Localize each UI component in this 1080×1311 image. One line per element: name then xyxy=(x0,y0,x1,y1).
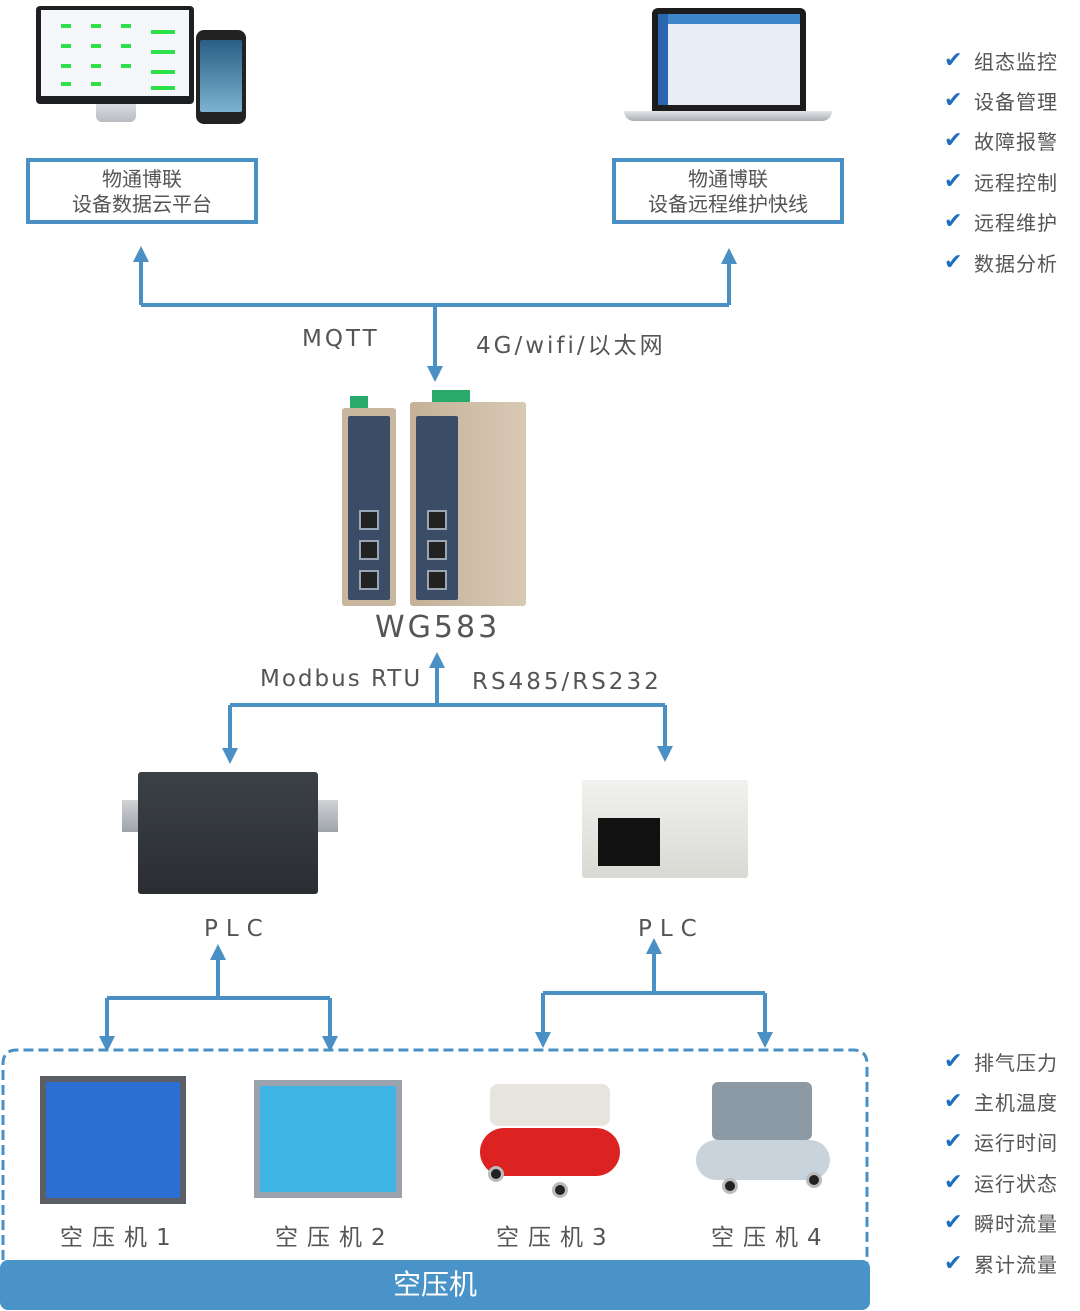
metric-item: ✔ 排气压力 xyxy=(944,1041,1058,1081)
metric-item: ✔ 主机温度 xyxy=(944,1081,1058,1121)
compressor-group-bar: 空压机 xyxy=(0,1260,870,1310)
check-icon: ✔ xyxy=(944,1169,964,1195)
laptop-base xyxy=(624,111,832,121)
metrics-list: ✔ 排气压力 ✔ 主机温度 ✔ 运行时间 ✔ 运行状态 ✔ 瞬时流量 ✔ 累计流量 xyxy=(944,1041,1058,1283)
modbus-label: Modbus RTU xyxy=(260,666,423,692)
compressor-label: 空压机4 xyxy=(711,1225,831,1251)
feature-label: 设备管理 xyxy=(974,90,1058,115)
check-icon: ✔ xyxy=(944,47,964,73)
metric-item: ✔ 瞬时流量 xyxy=(944,1203,1058,1243)
metric-item: ✔ 累计流量 xyxy=(944,1243,1058,1283)
monitor-illustration xyxy=(36,6,194,104)
check-icon: ✔ xyxy=(944,1089,964,1115)
check-icon: ✔ xyxy=(944,1048,964,1074)
metric-label: 运行时间 xyxy=(974,1131,1058,1156)
plc-mitsubishi-illustration xyxy=(582,780,748,878)
feature-list: ✔ 组态监控 ✔ 设备管理 ✔ 故障报警 ✔ 远程控制 ✔ 远程维护 ✔ 数据分析 xyxy=(944,40,1058,282)
gateway-front-illustration xyxy=(342,396,396,606)
metric-item: ✔ 运行状态 xyxy=(944,1162,1058,1202)
feature-label: 远程控制 xyxy=(974,170,1058,195)
check-icon: ✔ xyxy=(944,88,964,114)
plc-siemens-illustration xyxy=(138,772,318,894)
check-icon: ✔ xyxy=(944,168,964,194)
maint-box-line2: 设备远程维护快线 xyxy=(648,192,808,216)
feature-item: ✔ 数据分析 xyxy=(944,242,1058,282)
check-icon: ✔ xyxy=(944,1129,964,1155)
compressor-2-illustration xyxy=(254,1080,402,1198)
feature-label: 远程维护 xyxy=(974,211,1058,236)
check-icon: ✔ xyxy=(944,209,964,235)
feature-label: 数据分析 xyxy=(974,251,1058,276)
feature-item: ✔ 远程维护 xyxy=(944,202,1058,242)
feature-label: 组态监控 xyxy=(974,49,1058,74)
compressor-3-illustration xyxy=(480,1128,620,1176)
network-label: 4G/wifi/以太网 xyxy=(476,333,666,359)
plc-label: PLC xyxy=(638,916,705,942)
maint-box-line1: 物通博联 xyxy=(688,167,768,191)
feature-item: ✔ 故障报警 xyxy=(944,121,1058,161)
wheel-icon xyxy=(722,1178,738,1194)
plc-label: PLC xyxy=(204,916,271,942)
compressor-label: 空压机2 xyxy=(275,1225,395,1251)
mqtt-label: MQTT xyxy=(302,326,380,352)
metric-label: 排气压力 xyxy=(974,1050,1058,1075)
feature-label: 故障报警 xyxy=(974,130,1058,155)
compressor-label: 空压机1 xyxy=(60,1225,180,1251)
compressor-3-heads xyxy=(490,1084,610,1126)
remote-maint-box[interactable]: 物通博联 设备远程维护快线 xyxy=(612,158,844,224)
cloud-box-line2: 设备数据云平台 xyxy=(72,192,212,216)
cloud-platform-box[interactable]: 物通博联 设备数据云平台 xyxy=(26,158,258,224)
metric-label: 累计流量 xyxy=(974,1252,1058,1277)
feature-item: ✔ 设备管理 xyxy=(944,80,1058,120)
gateway-model-label: WG583 xyxy=(375,610,501,645)
feature-item: ✔ 远程控制 xyxy=(944,161,1058,201)
wheel-icon xyxy=(806,1172,822,1188)
check-icon: ✔ xyxy=(944,1250,964,1276)
laptop-illustration xyxy=(652,8,806,111)
monitor-stand xyxy=(96,104,136,122)
wheel-icon xyxy=(488,1166,504,1182)
metric-label: 主机温度 xyxy=(974,1091,1058,1116)
check-icon: ✔ xyxy=(944,1210,964,1236)
feature-item: ✔ 组态监控 xyxy=(944,40,1058,80)
check-icon: ✔ xyxy=(944,249,964,275)
metric-label: 瞬时流量 xyxy=(974,1212,1058,1237)
compressor-1-illustration xyxy=(40,1076,186,1204)
interface-label: RS485/RS232 xyxy=(472,669,662,695)
metric-item: ✔ 运行时间 xyxy=(944,1122,1058,1162)
cloud-box-line1: 物通博联 xyxy=(102,167,182,191)
compressor-label: 空压机3 xyxy=(496,1225,616,1251)
wheel-icon xyxy=(552,1182,568,1198)
phone-illustration xyxy=(196,30,246,124)
check-icon: ✔ xyxy=(944,128,964,154)
compressor-4-heads xyxy=(712,1082,812,1140)
gateway-side-illustration xyxy=(410,390,526,606)
metric-label: 运行状态 xyxy=(974,1171,1058,1196)
